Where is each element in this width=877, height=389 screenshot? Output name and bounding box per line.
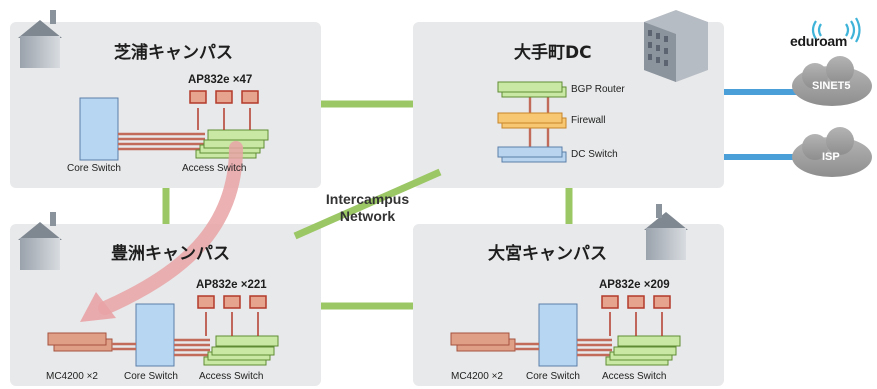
dc-switch[interactable] <box>497 146 567 163</box>
toyosu-ap-icons <box>197 295 267 336</box>
intercampus-label-line1: Intercampus <box>325 191 410 207</box>
shibaura-links <box>118 132 205 151</box>
shibaura-core-switch[interactable] <box>79 97 119 161</box>
bgp-router[interactable] <box>497 81 567 98</box>
shibaura-access-switch-label: Access Switch <box>182 163 247 174</box>
omiya-building-icon <box>644 204 688 260</box>
shibaura-ap-count: AP832e ×47 <box>188 74 253 86</box>
sinet-cloud <box>792 56 872 106</box>
uplinks <box>724 89 800 160</box>
omiya-title: 大宮キャンパス <box>488 244 607 264</box>
management-arrow <box>98 141 243 315</box>
toyosu-links <box>112 338 210 357</box>
shibaura-building-icon <box>18 10 62 68</box>
toyosu-core-switch-label: Core Switch <box>124 371 178 382</box>
firewall[interactable] <box>497 112 567 129</box>
toyosu-access-switch[interactable] <box>203 335 279 366</box>
omiya-mc-controllers[interactable] <box>450 332 516 352</box>
omiya-access-switch[interactable] <box>605 335 681 366</box>
eduroam-logo <box>811 17 861 43</box>
toyosu-ap-count: AP832e ×221 <box>196 279 267 291</box>
omiya-links <box>515 338 612 357</box>
sinet-label: SINET5 <box>812 80 851 92</box>
datacenter-title: 大手町DC <box>514 43 592 63</box>
eduroam-wordmark: eduroam <box>790 33 848 49</box>
shibaura-ap-icons <box>189 90 259 130</box>
toyosu-core-switch[interactable] <box>135 303 175 367</box>
omiya-core-switch[interactable] <box>538 303 578 367</box>
omiya-core-switch-label: Core Switch <box>526 371 580 382</box>
bgp-router-label: BGP Router <box>571 84 625 95</box>
datacenter-building-icon <box>644 10 708 82</box>
toyosu-mc-controllers[interactable] <box>47 332 113 352</box>
dc-switch-label: DC Switch <box>571 149 618 160</box>
toyosu-access-switch-label: Access Switch <box>199 371 264 382</box>
toyosu-mc-label: MC4200 ×2 <box>46 371 98 382</box>
omiya-ap-count: AP832e ×209 <box>599 279 670 291</box>
omiya-access-switch-label: Access Switch <box>602 371 667 382</box>
intercampus-label-line2: Network <box>339 208 396 224</box>
omiya-ap-icons <box>601 295 671 336</box>
intercampus-links <box>162 100 573 310</box>
firewall-label: Firewall <box>571 115 606 126</box>
isp-label: ISP <box>822 151 840 163</box>
toyosu-building-icon <box>18 212 62 270</box>
isp-cloud <box>792 127 872 177</box>
shibaura-core-switch-label: Core Switch <box>67 163 121 174</box>
shibaura-title: 芝浦キャンパス <box>114 43 233 63</box>
toyosu-title: 豊洲キャンパス <box>111 244 230 264</box>
omiya-mc-label: MC4200 ×2 <box>451 371 503 382</box>
